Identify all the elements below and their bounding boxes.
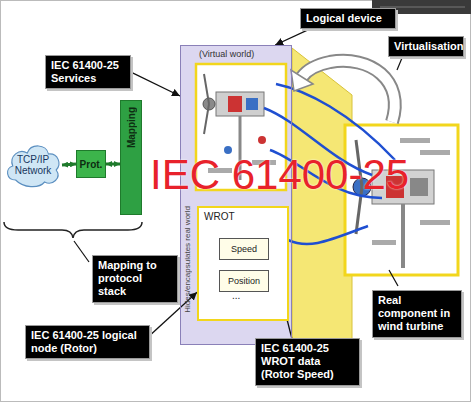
leader-line [397, 58, 402, 70]
ellipsis-text: ... [232, 291, 240, 301]
callout-box: Logical device [300, 8, 396, 29]
leader-line [74, 241, 89, 262]
node-text: WROT [204, 211, 235, 222]
node-text: Virtualisation [394, 40, 458, 53]
real-component-panel [345, 125, 458, 275]
callout-box: IEC 61400-25 Services [45, 55, 131, 89]
watermark: IEC 61400-25 [150, 154, 409, 196]
node-text: Real component in wind turbine [378, 294, 456, 334]
node-text: Logical device [306, 12, 390, 25]
network-cloud: TCP/IP Network [4, 140, 62, 190]
node-text: IEC 61400-25 Services [51, 59, 125, 85]
callout-box: IEC 61400-25 WROT data (Rotor Speed) [255, 338, 360, 386]
node-text: Speed [231, 244, 257, 254]
connector-arrow [131, 72, 180, 96]
virtualisation-arrow [291, 61, 395, 122]
data-box: Position [219, 270, 269, 292]
callout-box: Real component in wind turbine [372, 290, 462, 338]
callout-box: Mapping to protocol stack [92, 255, 178, 303]
connector-arrow [62, 164, 76, 165]
leader-line [389, 270, 398, 286]
node-text: Prot. [80, 159, 103, 170]
node-text: Position [228, 276, 260, 286]
connector-arrow [275, 29, 309, 45]
node-text: Hides/encapsulates real world [183, 206, 192, 313]
node-text: IEC 61400-25 WROT data (Rotor Speed) [261, 342, 354, 382]
node-text: IEC 61400-25 logical node (Rotor) [31, 329, 144, 355]
mapping-box: Mapping [120, 100, 142, 215]
node-text: (Virtual world) [199, 49, 254, 59]
protocol-box: Prot. [76, 150, 106, 178]
node-text: Mapping to protocol stack [98, 259, 172, 299]
callout-box: IEC 61400-25 logical node (Rotor) [25, 325, 150, 359]
virtualisation-plane [292, 48, 352, 372]
node-text: TCP/IP Network [8, 154, 58, 176]
node-text: Mapping [126, 107, 137, 148]
connector-arrow [106, 163, 120, 166]
data-box: Speed [219, 238, 269, 260]
callout-box: Virtualisation [388, 36, 464, 57]
logical-node-box: WROT SpeedPosition [197, 206, 289, 321]
brace [4, 222, 142, 238]
